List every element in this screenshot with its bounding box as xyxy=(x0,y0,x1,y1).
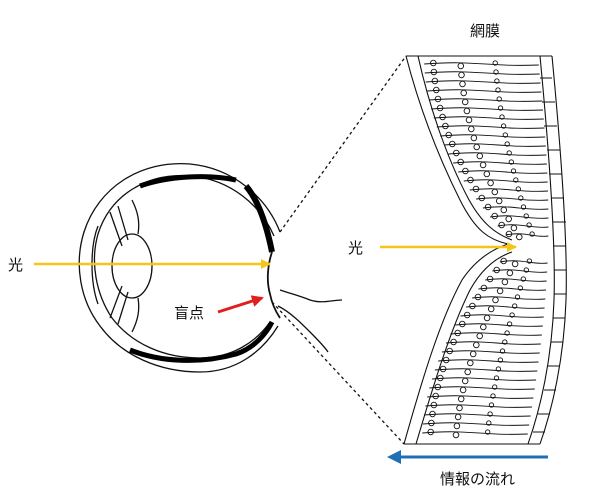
cell-row xyxy=(441,347,540,358)
cell-row xyxy=(425,401,533,412)
cell-row xyxy=(463,176,548,187)
eyeball xyxy=(78,162,343,373)
cell-row xyxy=(472,293,546,304)
retina-title: 網膜 xyxy=(470,22,500,40)
cell-row xyxy=(478,284,547,295)
iris-lower xyxy=(109,285,123,319)
choroid-band-lower xyxy=(129,320,275,363)
cell-row xyxy=(431,374,537,385)
sclera-inner xyxy=(93,174,275,359)
cell-row xyxy=(440,131,546,142)
ciliary-upper xyxy=(131,199,140,235)
light-label-left: 光 xyxy=(8,256,23,274)
inner-wall-3 xyxy=(415,251,513,445)
cell-row xyxy=(505,230,549,241)
cell-row xyxy=(425,77,541,88)
zoom-line-top xyxy=(279,55,407,233)
cell-row xyxy=(422,428,528,439)
cell-row xyxy=(450,329,542,340)
cell-row xyxy=(448,149,547,160)
cell-row xyxy=(436,122,545,133)
iris-upper-2 xyxy=(117,205,129,241)
blind-spot-label: 盲点 xyxy=(174,304,204,322)
cell-row xyxy=(492,266,548,277)
cell-row xyxy=(476,194,549,205)
cell-row xyxy=(466,302,545,313)
cell-row xyxy=(424,59,539,70)
pigment-layer-inner xyxy=(527,55,555,445)
cell-row xyxy=(497,221,549,232)
cell-row xyxy=(469,185,549,196)
cell-row xyxy=(429,383,535,394)
retina-section xyxy=(403,55,567,445)
cell-row xyxy=(453,158,547,169)
cell-row xyxy=(444,140,546,151)
cell-row xyxy=(427,392,534,403)
choroid-band-upper xyxy=(139,174,237,189)
cell-row xyxy=(424,68,540,79)
cell-row xyxy=(428,95,543,106)
cell-row xyxy=(445,338,541,349)
cell-row xyxy=(434,365,538,376)
cell-row xyxy=(431,104,544,115)
cell-row xyxy=(423,410,531,421)
cell-row xyxy=(422,419,530,430)
light-label-right: 光 xyxy=(348,239,363,257)
cell-row xyxy=(458,167,548,178)
pigment-cells xyxy=(533,77,566,433)
choroid-band xyxy=(243,184,275,253)
zoom-line-bottom xyxy=(271,301,405,445)
cell-row xyxy=(499,257,548,268)
pigment-layer-outer xyxy=(539,55,567,445)
cell-row xyxy=(489,212,549,223)
lens xyxy=(111,233,153,299)
cell-row xyxy=(433,113,544,124)
zoom-connectors xyxy=(271,55,407,445)
optic-nerve-bottom xyxy=(277,305,329,353)
cell-row xyxy=(482,203,549,214)
cell-row xyxy=(427,86,542,97)
cell-row xyxy=(485,275,547,286)
ciliary-lower xyxy=(131,297,140,333)
blind-spot-arrow xyxy=(217,295,264,314)
optic-nerve-top xyxy=(279,289,343,303)
cell-row xyxy=(438,356,539,367)
cell-row xyxy=(460,311,544,322)
retinal-cells xyxy=(422,59,549,439)
inner-wall-2 xyxy=(417,55,513,241)
info-flow-label: 情報の流れ xyxy=(440,470,515,488)
cell-row xyxy=(455,320,543,331)
